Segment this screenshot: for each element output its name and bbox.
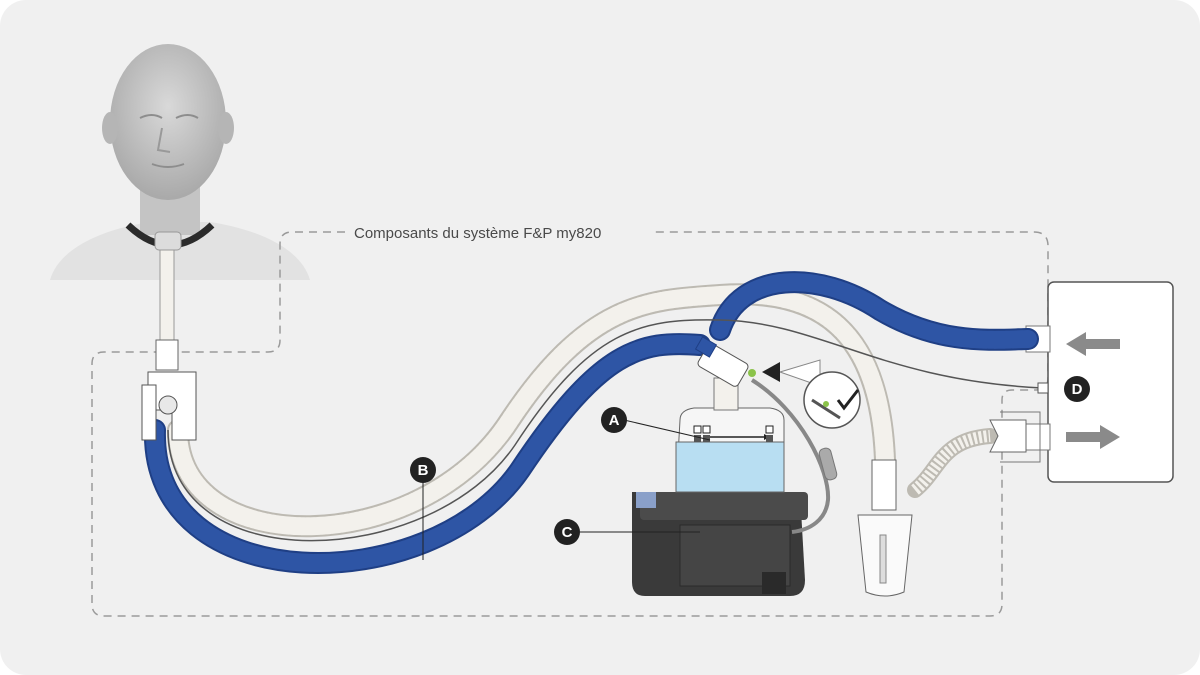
callout-d-label: D bbox=[1072, 381, 1083, 398]
connection-detail-inset bbox=[762, 359, 861, 429]
callout-c-label: C bbox=[562, 524, 573, 541]
ventilator-box bbox=[1025, 281, 1174, 483]
chamber-elbow bbox=[694, 336, 756, 387]
humidifier-base bbox=[632, 492, 808, 596]
expiratory-filter bbox=[989, 411, 1041, 463]
inspiratory-flow-arrow bbox=[1066, 332, 1120, 356]
humidification-chamber bbox=[675, 377, 785, 493]
callout-c-badge: C bbox=[554, 519, 580, 545]
patient-figure bbox=[50, 44, 310, 280]
y-piece-connector bbox=[141, 249, 197, 441]
callout-d-badge: D bbox=[1064, 376, 1090, 402]
pressure-line bbox=[167, 319, 1043, 542]
pressure-port bbox=[1037, 382, 1049, 394]
heater-wire-cable bbox=[750, 378, 831, 534]
boundary-label: Composants du système F&P my820 bbox=[354, 225, 601, 242]
water-trap bbox=[857, 459, 913, 597]
callout-b-badge: B bbox=[410, 457, 436, 483]
callout-a-leader bbox=[623, 419, 711, 441]
expiratory-flow-arrow bbox=[1066, 425, 1120, 449]
callout-a-label: A bbox=[609, 412, 620, 429]
callout-a-badge: A bbox=[601, 407, 627, 433]
callout-b-label: B bbox=[418, 462, 429, 479]
